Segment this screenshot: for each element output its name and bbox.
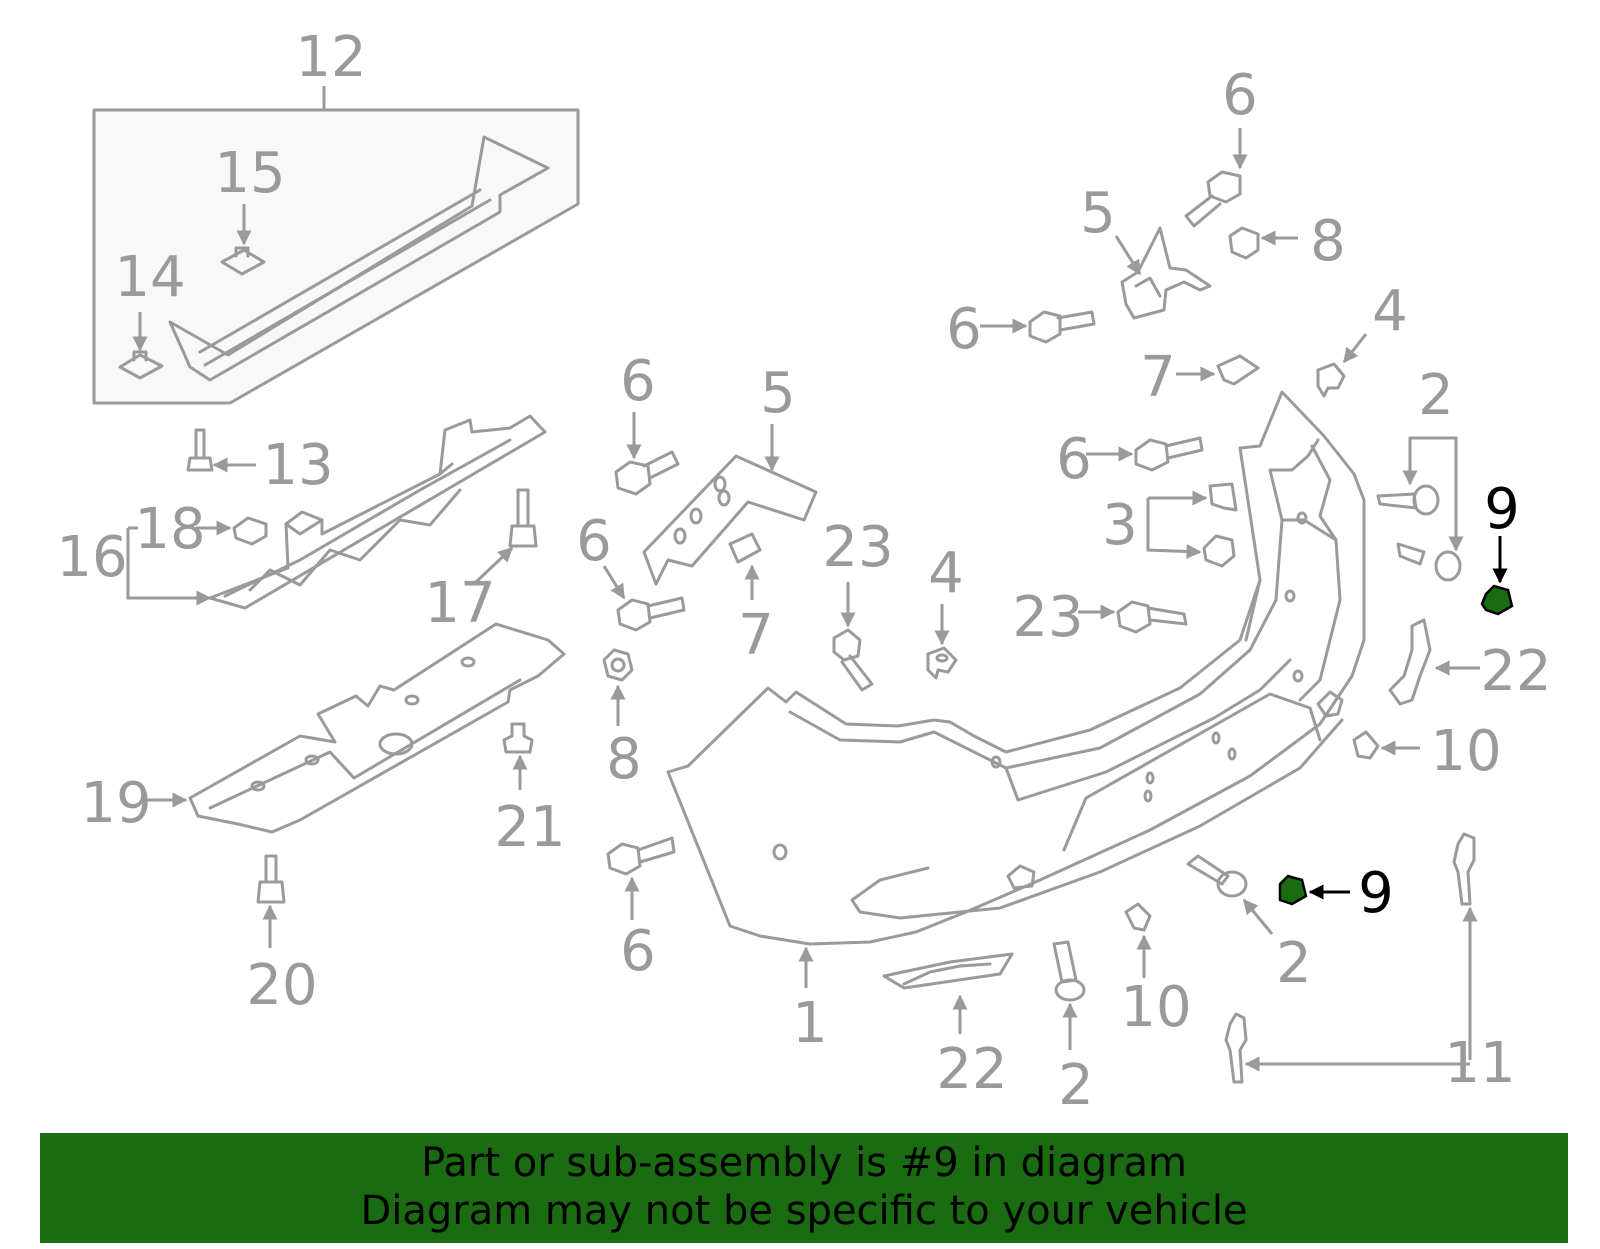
callout-8-a: 8: [606, 727, 642, 792]
callout-5-a: 5: [760, 361, 796, 426]
screw-2-mid: [1186, 854, 1274, 935]
highlighted-part-9-upper: [1480, 536, 1514, 616]
callout-2-c: 2: [1058, 1053, 1094, 1118]
bolt-23-left: [832, 582, 874, 692]
clip-21: [502, 722, 534, 790]
clip-10-right: [1352, 730, 1420, 760]
bolt-20: [256, 854, 286, 948]
callout-7-b: 7: [1140, 345, 1176, 410]
clip-4-right: [1316, 333, 1368, 398]
banner-line-1: Part or sub-assembly is #9 in diagram: [421, 1140, 1187, 1186]
clip-7-right: [1176, 354, 1260, 386]
callout-2-a: 2: [1418, 363, 1454, 428]
bolt-6-right-lower: [1086, 436, 1204, 472]
screw-2-lower: [1052, 940, 1086, 1050]
bolt-13: [186, 428, 256, 473]
callout-7-a: 7: [738, 603, 774, 668]
reflector-22-right: [1388, 618, 1480, 706]
callout-6-d: 6: [1222, 63, 1258, 128]
callout-4-b: 4: [1372, 279, 1408, 344]
callout-4-a: 4: [928, 541, 964, 606]
callout-1: 1: [792, 991, 828, 1056]
nut-8-right: [1228, 226, 1298, 260]
callout-22-a: 22: [936, 1037, 1007, 1102]
callout-6-c: 6: [620, 919, 656, 984]
clip-10-lower: [1124, 902, 1152, 978]
callout-14: 14: [114, 245, 185, 310]
bolt-6-lower: [606, 836, 676, 920]
callout-10-a: 10: [1430, 719, 1501, 784]
bolt-6-top-right: [1184, 128, 1248, 228]
info-banner: Part or sub-assembly is #9 in diagram Di…: [40, 1133, 1568, 1243]
bolt-6-right-mid: [980, 310, 1096, 344]
callout-5-b: 5: [1080, 181, 1116, 246]
callout-23-b: 23: [1012, 585, 1083, 650]
callout-22-b: 22: [1480, 639, 1551, 704]
callout-2-b: 2: [1276, 931, 1312, 996]
callout-6-a: 6: [620, 349, 656, 414]
callout-21: 21: [494, 795, 565, 860]
callout-9-upper: 9: [1484, 477, 1520, 542]
clip-7-left: [728, 532, 762, 600]
banner-line-2: Diagram may not be specific to your vehi…: [360, 1188, 1248, 1234]
bolt-23-right: [1078, 600, 1188, 634]
bolt-6-mid: [602, 565, 686, 632]
reflector-22-lower: [882, 952, 1014, 1034]
callout-6-e: 6: [946, 297, 982, 362]
bumper-cover: [666, 390, 1366, 988]
highlighted-part-9-lower: [1278, 874, 1350, 906]
callout-6-b: 6: [576, 509, 612, 574]
callout-10-b: 10: [1120, 975, 1191, 1040]
callout-18: 18: [134, 497, 205, 562]
callout-9-lower: 9: [1358, 861, 1394, 926]
bolt-6-upper: [614, 412, 680, 496]
energy-absorber: [208, 414, 547, 610]
nut-8-left: [602, 648, 634, 726]
bolt-17: [474, 488, 538, 584]
callout-15: 15: [214, 141, 285, 206]
callout-20: 20: [246, 953, 317, 1018]
screws-2-upper: [1376, 436, 1464, 582]
bracket-5-left: [642, 424, 818, 586]
clip-4-left: [926, 604, 958, 680]
callout-16: 16: [56, 525, 127, 590]
shield-assembly-box: [92, 86, 580, 405]
callout-8-b: 8: [1310, 209, 1346, 274]
retainer-3: [1146, 482, 1238, 568]
under-shield-19: [146, 622, 566, 834]
bracket-5-right: [1114, 226, 1212, 320]
callout-12: 12: [295, 25, 366, 90]
callout-labels: 12 15 14 13 18 16 17 19 21 20 6 5 6 7 8 …: [56, 25, 1551, 1118]
pin-11: [1224, 832, 1478, 1084]
callout-6-f: 6: [1056, 427, 1092, 492]
callout-3: 3: [1102, 493, 1138, 558]
callout-13: 13: [262, 433, 333, 498]
callout-19: 19: [80, 771, 151, 836]
callout-11: 11: [1444, 1031, 1515, 1096]
callout-23-a: 23: [822, 515, 893, 580]
callout-17: 17: [424, 571, 495, 636]
nut-18: [196, 516, 268, 546]
